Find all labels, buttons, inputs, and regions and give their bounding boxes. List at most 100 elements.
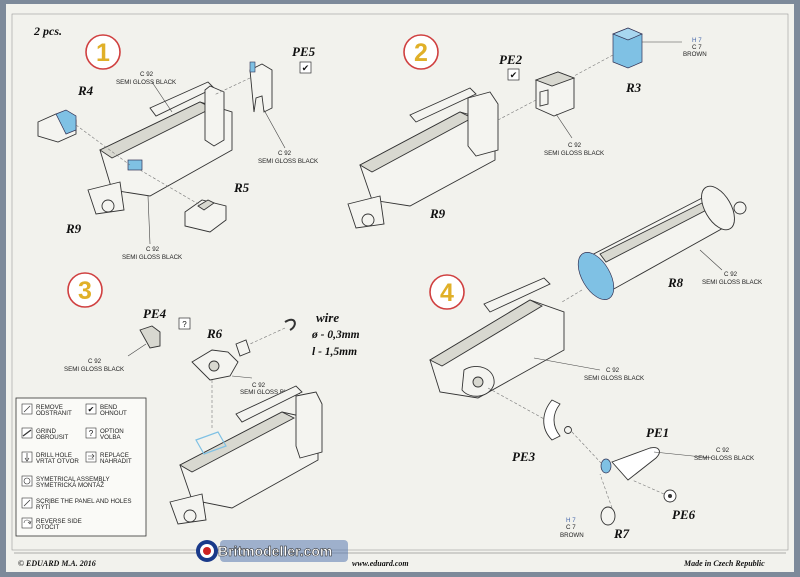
label-pe5: PE5 bbox=[292, 44, 316, 59]
footer-website: www.eduard.com bbox=[352, 559, 409, 568]
part-pe3 bbox=[543, 399, 572, 441]
part-pe4 bbox=[127, 325, 161, 357]
part-pe5 bbox=[213, 61, 273, 113]
part-r5 bbox=[139, 169, 227, 233]
svg-text:4: 4 bbox=[440, 279, 454, 307]
legend-option: ? OPTION VOLBA bbox=[85, 427, 124, 441]
step-3-badge: 3 bbox=[67, 272, 103, 308]
svg-text:SCRIBE THE PANEL AND HOLES: SCRIBE THE PANEL AND HOLES bbox=[36, 498, 131, 505]
svg-text:?: ? bbox=[89, 429, 94, 438]
step-2: 2 R9 PE2 ✔ R3 bbox=[347, 27, 707, 229]
bend-icon bbox=[85, 403, 97, 415]
svg-text:OPTION: OPTION bbox=[100, 428, 124, 435]
label-pe4: PE4 bbox=[143, 306, 167, 321]
label-pe6: PE6 bbox=[672, 507, 696, 522]
label-r7: R7 bbox=[613, 526, 630, 541]
svg-text:DRILL HOLE: DRILL HOLE bbox=[36, 452, 72, 459]
paint-code-2: C 92 bbox=[568, 142, 582, 149]
gun-body-step-1 bbox=[87, 81, 233, 215]
svg-text:SYMETRICKÁ MONTÁŽ: SYMETRICKÁ MONTÁŽ bbox=[36, 481, 104, 489]
option-icon-pe4: ? bbox=[178, 317, 191, 330]
part-r4 bbox=[37, 109, 131, 166]
svg-text:VRTAT OTVOR: VRTAT OTVOR bbox=[36, 458, 79, 465]
svg-text:3: 3 bbox=[78, 277, 92, 305]
svg-text:GRIND: GRIND bbox=[36, 428, 56, 435]
svg-text:OTOČIT: OTOČIT bbox=[36, 524, 59, 531]
label-r3: R3 bbox=[625, 80, 642, 95]
paint-code-1b: C 92 bbox=[278, 150, 292, 157]
paint-name-1c: SEMI GLOSS BLACK bbox=[122, 254, 183, 261]
svg-text:SYMETRICAL ASSEMBLY: SYMETRICAL ASSEMBLY bbox=[36, 476, 110, 483]
paint-name-1a: SEMI GLOSS BLACK bbox=[116, 79, 177, 86]
label-r9-step-2: R9 bbox=[429, 206, 446, 221]
paint-name-3b: SEMI GLOSS BLACK bbox=[240, 389, 301, 396]
legend-reverse-side: REVERSE SIDE OTOČIT bbox=[21, 517, 82, 531]
part-pe6 bbox=[631, 479, 677, 503]
part-r3 bbox=[573, 27, 643, 77]
svg-text:ODSTRANIT: ODSTRANIT bbox=[36, 410, 72, 417]
svg-text:BEND: BEND bbox=[100, 404, 118, 411]
sheet-border bbox=[11, 13, 789, 551]
footer-origin: Made in Czech Republic bbox=[683, 559, 765, 568]
paint-code-3b: C 92 bbox=[252, 382, 266, 389]
quantity-label: 2 pcs. bbox=[33, 24, 62, 38]
step-4-badge: 4 bbox=[429, 274, 465, 310]
label-r4: R4 bbox=[77, 83, 94, 98]
svg-text:OHNOUT: OHNOUT bbox=[100, 410, 127, 417]
paint-brown-4: H 7 C 7 BROWN bbox=[560, 517, 584, 539]
paint-name-4a: SEMI GLOSS BLACK bbox=[702, 279, 763, 286]
step-4: 4 R8 C 92 SEMI GLOSS BLACK C 92 SEMI GLO… bbox=[429, 185, 763, 541]
paint-name-2: SEMI GLOSS BLACK bbox=[544, 150, 605, 157]
legend-replace: REPLACE NAHRADIT bbox=[85, 451, 132, 465]
paint-brown-h7: H 7 bbox=[692, 37, 702, 44]
part-pe2 bbox=[497, 71, 576, 121]
step-1-badge: 1 bbox=[85, 34, 121, 70]
svg-text:RÝTÍ: RÝTÍ bbox=[36, 504, 50, 511]
paint-brown-h7-4: H 7 bbox=[566, 517, 576, 524]
svg-text:✔: ✔ bbox=[302, 63, 310, 73]
step-3: 3 PE4 ? C 92 SEMI GLOSS BLACK R6 wire ø … bbox=[64, 272, 360, 525]
label-pe2: PE2 bbox=[499, 52, 523, 67]
paint-code-4c: C 92 bbox=[716, 447, 730, 454]
bend-icon-pe5: ✔ bbox=[299, 61, 312, 74]
svg-text:VOLBA: VOLBA bbox=[100, 434, 122, 441]
replace-icon bbox=[85, 451, 97, 463]
gun-body-step-2 bbox=[347, 87, 499, 229]
paint-code-4a: C 92 bbox=[724, 271, 738, 278]
paint-code-1a: C 92 bbox=[140, 71, 154, 78]
svg-text:REVERSE SIDE: REVERSE SIDE bbox=[36, 518, 82, 525]
symetrical-icon bbox=[21, 475, 33, 487]
svg-text:REMOVE: REMOVE bbox=[36, 404, 63, 411]
paint-brown-name: BROWN bbox=[683, 51, 707, 58]
label-r6: R6 bbox=[206, 326, 223, 341]
svg-text:2: 2 bbox=[414, 39, 428, 67]
britmodeller-watermark: Britmodeller.com bbox=[196, 540, 348, 562]
paint-code-1c: C 92 bbox=[146, 246, 160, 253]
svg-text:1: 1 bbox=[96, 39, 110, 67]
paint-brown-2: H 7 C 7 BROWN bbox=[642, 37, 707, 58]
label-r9-step-1: R9 bbox=[65, 221, 82, 236]
svg-text:OBROUSIT: OBROUSIT bbox=[36, 434, 69, 441]
option-icon bbox=[85, 427, 97, 439]
wire-length: l - 1,5mm bbox=[312, 346, 357, 358]
watermark-text: Britmodeller.com bbox=[218, 543, 332, 559]
wire-part bbox=[284, 318, 296, 331]
paint-brown-c7-4: C 7 bbox=[566, 524, 576, 531]
paint-code-3a: C 92 bbox=[88, 358, 102, 365]
label-pe3: PE3 bbox=[512, 449, 536, 464]
svg-text:?: ? bbox=[182, 320, 187, 329]
svg-text:NAHRADIT: NAHRADIT bbox=[100, 458, 132, 465]
svg-text:✔: ✔ bbox=[88, 405, 95, 414]
legend-bend: ✔ BEND OHNOUT bbox=[85, 403, 127, 417]
paint-brown-name-4: BROWN bbox=[560, 532, 584, 539]
paint-brown-c7: C 7 bbox=[692, 44, 702, 51]
gun-body-step-4 bbox=[429, 277, 565, 399]
reverse-side-icon bbox=[21, 517, 33, 529]
svg-text:REPLACE: REPLACE bbox=[100, 452, 129, 459]
paint-name-4c: SEMI GLOSS BLACK bbox=[694, 455, 755, 462]
legend-drill-hole: DRILL HOLE VRTAT OTVOR bbox=[21, 451, 79, 465]
label-pe1: PE1 bbox=[646, 425, 669, 440]
part-r6 bbox=[191, 339, 251, 381]
bend-icon-pe2: ✔ bbox=[507, 68, 520, 81]
